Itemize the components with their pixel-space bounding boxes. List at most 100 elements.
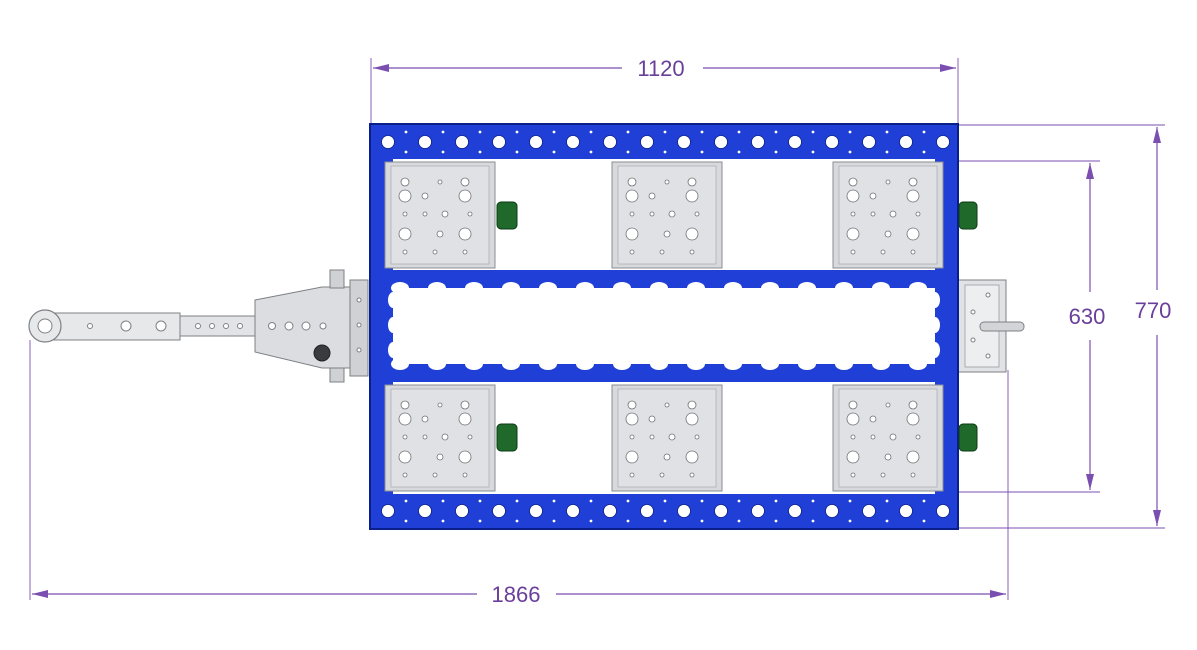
frame-pin xyxy=(959,130,963,134)
bumper xyxy=(958,423,978,452)
frame-pin xyxy=(552,519,556,523)
frame-hole xyxy=(455,504,469,518)
frame-pin xyxy=(515,519,519,523)
frame-pin xyxy=(959,519,963,523)
frame-hole xyxy=(751,135,765,149)
frame-pin xyxy=(441,499,445,503)
frame-pin xyxy=(552,130,556,134)
frame-hole xyxy=(566,504,580,518)
frame-hole xyxy=(418,135,432,149)
rail-scallop xyxy=(930,292,940,308)
frame-pin xyxy=(737,499,741,503)
mounting-plate xyxy=(611,384,723,492)
frame-pin xyxy=(441,130,445,134)
frame-pin xyxy=(404,130,408,134)
rail-scallop xyxy=(576,282,594,294)
frame-pin xyxy=(737,130,741,134)
frame-hole xyxy=(825,504,839,518)
dimension-label-1866: 1866 xyxy=(492,582,541,607)
rail-scallop xyxy=(761,358,779,370)
frame-pin xyxy=(700,150,704,154)
frame-pin xyxy=(774,499,778,503)
rail-scallop xyxy=(872,358,890,370)
dimension-label-630: 630 xyxy=(1069,304,1106,329)
frame-hole xyxy=(492,135,506,149)
frame-hole xyxy=(899,504,913,518)
rail-scallop xyxy=(613,358,631,370)
frame-pin xyxy=(700,519,704,523)
frame-pin xyxy=(700,130,704,134)
frame-pin xyxy=(959,150,963,154)
frame-hole xyxy=(825,135,839,149)
rail-scallop xyxy=(930,317,940,333)
frame-pin xyxy=(626,499,630,503)
frame-pin xyxy=(774,130,778,134)
frame-pin xyxy=(515,130,519,134)
frame-pin xyxy=(774,519,778,523)
hitch-plate xyxy=(957,279,1025,373)
frame-pin xyxy=(589,130,593,134)
frame-pin xyxy=(959,499,963,503)
frame-pin xyxy=(626,150,630,154)
frame-pin xyxy=(885,150,889,154)
mounting-plate xyxy=(832,384,944,492)
frame-pin xyxy=(922,130,926,134)
frame-pin xyxy=(700,499,704,503)
rail-scallop xyxy=(613,282,631,294)
rail-scallop xyxy=(650,282,668,294)
rail-scallop xyxy=(576,358,594,370)
frame-pin xyxy=(404,150,408,154)
frame-pin xyxy=(589,519,593,523)
rail-scallop xyxy=(428,358,446,370)
bumper xyxy=(496,201,518,230)
frame-hole xyxy=(936,504,950,518)
frame-hole xyxy=(529,135,543,149)
frame-hole xyxy=(714,135,728,149)
bumper xyxy=(496,423,518,452)
mounting-plates xyxy=(384,161,944,492)
frame-pin xyxy=(515,499,519,503)
mounting-plate xyxy=(384,161,496,269)
rail-scallop xyxy=(930,342,940,358)
frame-hole xyxy=(603,504,617,518)
dimension-frame-width: 1120 xyxy=(370,56,959,125)
mounting-plate xyxy=(611,161,723,269)
frame-pin xyxy=(922,150,926,154)
frame-pin xyxy=(663,130,667,134)
frame-pin xyxy=(478,130,482,134)
frame-hole xyxy=(381,504,395,518)
frame-hole xyxy=(566,135,580,149)
rail-scallop xyxy=(650,358,668,370)
frame-hole xyxy=(640,135,654,149)
frame-pin xyxy=(885,499,889,503)
frame-pin xyxy=(478,519,482,523)
frame-pin xyxy=(404,519,408,523)
frame-pin xyxy=(737,519,741,523)
rail-scallop xyxy=(835,282,853,294)
frame-pin xyxy=(589,499,593,503)
rail-scallop xyxy=(761,282,779,294)
bumpers xyxy=(496,201,978,452)
frame-hole xyxy=(418,504,432,518)
frame-hole xyxy=(677,504,691,518)
frame-pin xyxy=(848,150,852,154)
mounting-plate xyxy=(384,384,496,492)
mounting-plate xyxy=(832,161,944,269)
dimension-total-length: 1866 xyxy=(29,340,1009,607)
frame-pin xyxy=(626,130,630,134)
frame-pin xyxy=(774,150,778,154)
frame-hole xyxy=(640,504,654,518)
frame-pin xyxy=(663,519,667,523)
rail-scallop xyxy=(388,342,398,358)
frame-pin xyxy=(478,150,482,154)
rail-scallop xyxy=(391,358,409,370)
frame-hole xyxy=(492,504,506,518)
rail-scallop xyxy=(687,358,705,370)
frame-hole xyxy=(899,135,913,149)
frame-pin xyxy=(663,150,667,154)
frame-hole xyxy=(751,504,765,518)
frame-pin xyxy=(848,519,852,523)
frame-pin xyxy=(811,150,815,154)
rail-scallop xyxy=(502,358,520,370)
